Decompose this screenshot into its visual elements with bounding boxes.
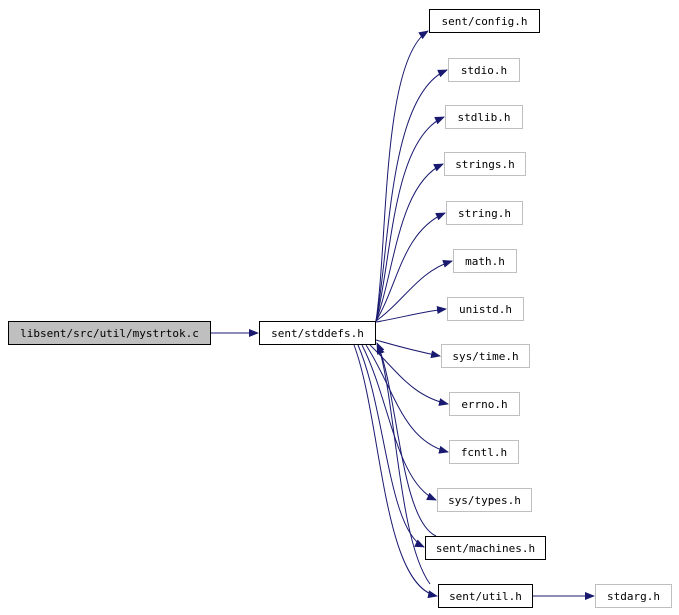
edge-stddefs-to-systime	[375, 339, 441, 359]
edge-stddefs-to-machines	[357, 344, 425, 548]
node-sent-machines-h[interactable]: sent/machines.h	[425, 536, 546, 560]
edge-stddefs-to-fcntl	[365, 344, 449, 454]
node-sys-types-h: sys/types.h	[437, 488, 532, 512]
node-sent-config-h[interactable]: sent/config.h	[429, 9, 540, 33]
edge-stddefs-to-stdlib	[375, 116, 445, 322]
node-unistd-h: unistd.h	[447, 297, 524, 321]
node-stdlib-h: stdlib.h	[445, 105, 523, 129]
node-strings-h: strings.h	[444, 152, 526, 176]
edge-stddefs-to-math	[375, 259, 453, 322]
edge-machines-to-stddefs	[376, 342, 437, 537]
node-mystrtok-c: libsent/src/util/mystrtok.c	[8, 321, 211, 345]
node-fcntl-h: fcntl.h	[449, 440, 519, 464]
node-errno-h: errno.h	[449, 392, 520, 416]
node-math-h: math.h	[453, 249, 517, 273]
edge-util-to-stddefs	[376, 344, 431, 585]
edge-stddefs-to-strings	[375, 163, 444, 322]
node-sys-time-h: sys/time.h	[441, 344, 530, 368]
edge-stddefs-to-stdio	[375, 69, 448, 322]
edge-stddefs-to-config	[375, 30, 429, 322]
edge-stddefs-to-systypes	[361, 344, 437, 501]
edge-stddefs-to-util	[353, 344, 438, 599]
node-stdarg-h: stdarg.h	[595, 584, 672, 608]
edge-stddefs-to-string	[375, 212, 446, 322]
node-sent-stddefs-h[interactable]: sent/stddefs.h	[259, 321, 376, 345]
node-string-h: string.h	[446, 201, 523, 225]
edge-stddefs-to-unistd	[375, 306, 447, 323]
node-sent-util-h[interactable]: sent/util.h	[438, 584, 533, 608]
node-stdio-h: stdio.h	[448, 58, 520, 82]
